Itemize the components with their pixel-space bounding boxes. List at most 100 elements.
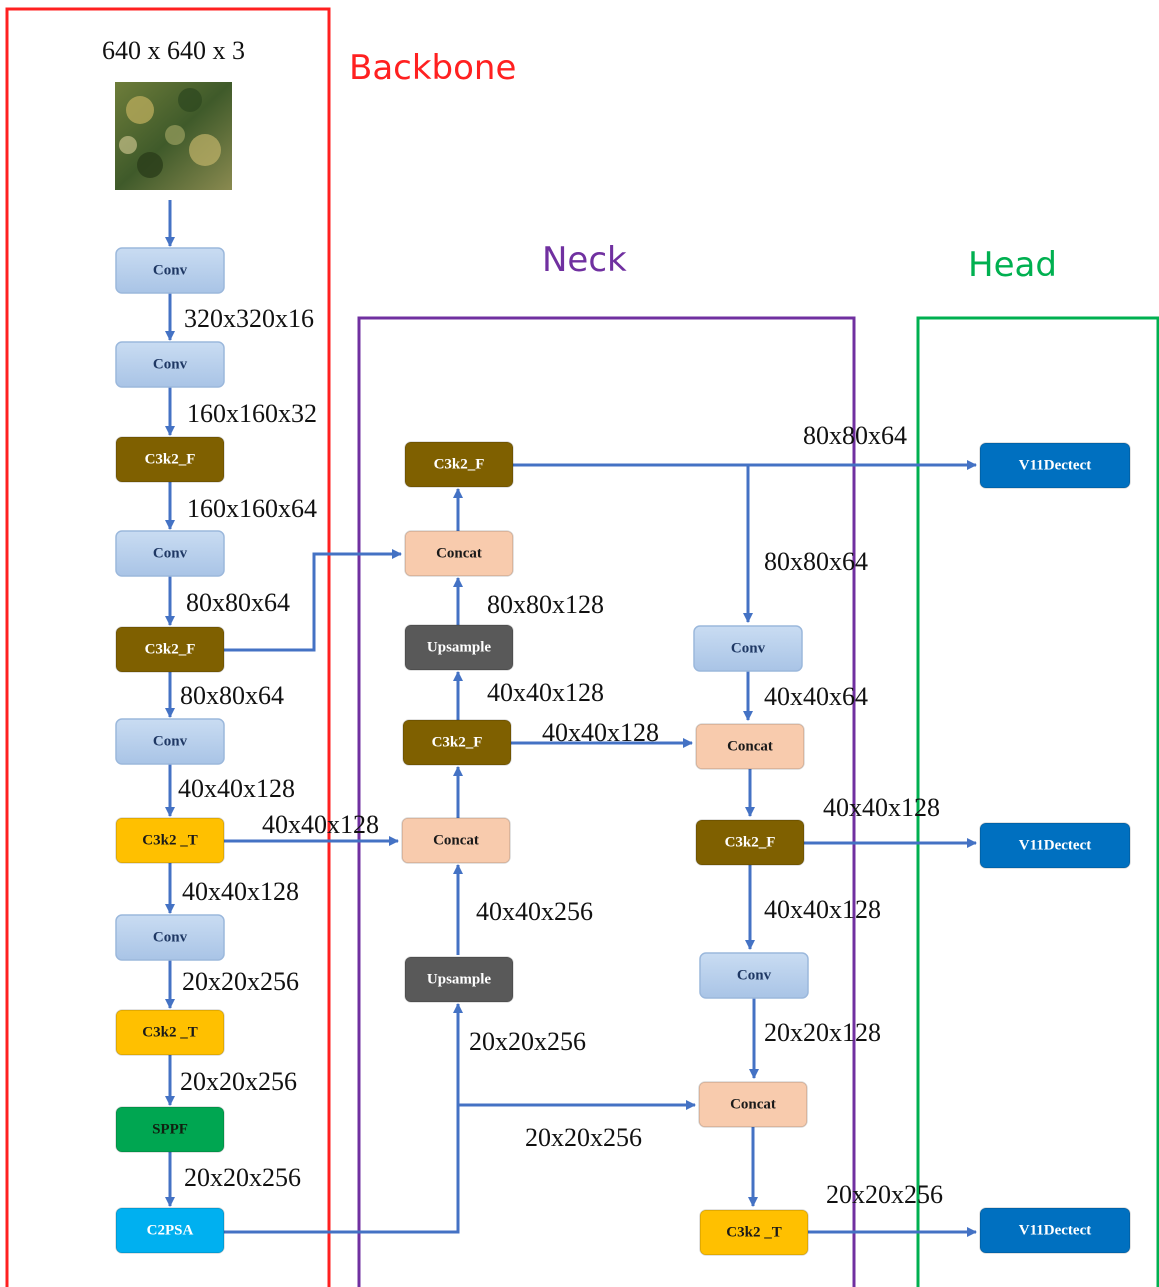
node-label: Upsample <box>427 640 492 656</box>
node-label: Upsample <box>427 972 492 988</box>
node-h-det3: V11Dectect <box>979 1207 1131 1254</box>
node-label: Concat <box>436 546 482 562</box>
node-label: C3k2_F <box>432 735 483 751</box>
node-label: C3k2_F <box>145 642 196 658</box>
node-b-conv4: Conv <box>115 718 225 765</box>
dim-label: 160x160x32 <box>187 399 317 428</box>
node-n-c3f-mid: C3k2_F <box>402 719 512 766</box>
node-label: V11Dectect <box>1019 838 1091 854</box>
node-n-concat4: Concat <box>698 1081 808 1128</box>
node-b-c3t2: C3k2 _T <box>115 1009 225 1056</box>
dim-label: 20x20x256 <box>469 1027 586 1056</box>
node-label: Conv <box>153 546 188 562</box>
node-n-conv-r2: Conv <box>699 952 809 999</box>
node-label: C3k2 _T <box>726 1225 781 1241</box>
node-box <box>695 723 805 770</box>
node-b-c3f2: C3k2_F <box>115 626 225 673</box>
node-box <box>693 625 803 672</box>
node-label: Conv <box>153 734 188 750</box>
node-box <box>115 341 225 388</box>
node-box <box>115 626 225 673</box>
head-frame <box>916 316 1159 1287</box>
node-label: C3k2 _T <box>142 1025 197 1041</box>
node-box <box>404 441 514 488</box>
node-box <box>404 530 514 577</box>
node-n-c3f-top: C3k2_F <box>404 441 514 488</box>
node-label: Concat <box>433 833 479 849</box>
backbone-title: Backbone <box>349 48 516 88</box>
dim-label: 20x20x256 <box>826 1180 943 1209</box>
node-label: SPPF <box>152 1122 188 1138</box>
flow-arrow <box>224 1003 463 1234</box>
dim-label: 20x20x128 <box>764 1018 881 1047</box>
flow-arrow <box>224 549 402 652</box>
node-box <box>979 822 1131 869</box>
node-label: Conv <box>153 263 188 279</box>
dim-label: 40x40x128 <box>262 810 379 839</box>
node-n-concat2: Concat <box>401 817 511 864</box>
node-label: C3k2_F <box>434 457 485 473</box>
node-b-c2psa: C2PSA <box>115 1207 225 1254</box>
dim-label: 40x40x256 <box>476 897 593 926</box>
node-label: C3k2_F <box>145 452 196 468</box>
dim-label: 320x320x16 <box>184 304 314 333</box>
dim-label: 40x40x128 <box>764 895 881 924</box>
node-box <box>115 247 225 294</box>
node-b-c3f1: C3k2_F <box>115 436 225 483</box>
dim-label: 40x40x128 <box>542 718 659 747</box>
backbone-frame <box>5 7 331 1287</box>
node-box <box>115 1106 225 1153</box>
node-box <box>401 817 511 864</box>
node-box <box>115 914 225 961</box>
node-label: Concat <box>730 1097 776 1113</box>
head-title: Head <box>968 245 1057 285</box>
dim-label: 40x40x64 <box>764 682 868 711</box>
node-n-up2: Upsample <box>404 956 514 1003</box>
dim-label: 80x80x128 <box>487 590 604 619</box>
node-n-concat3: Concat <box>695 723 805 770</box>
node-label: C3k2 _T <box>142 833 197 849</box>
node-label: V11Dectect <box>1019 458 1091 474</box>
node-n-up1: Upsample <box>404 624 514 671</box>
node-b-sppf: SPPF <box>115 1106 225 1153</box>
dim-label: 20x20x256 <box>182 967 299 996</box>
node-box <box>698 1081 808 1128</box>
node-box <box>979 1207 1131 1254</box>
node-box <box>699 952 809 999</box>
node-box <box>404 624 514 671</box>
node-box <box>115 436 225 483</box>
node-b-conv1: Conv <box>115 247 225 294</box>
node-b-conv3: Conv <box>115 530 225 577</box>
node-box <box>699 1209 809 1256</box>
node-label: Conv <box>153 930 188 946</box>
dim-label: 80x80x64 <box>186 588 290 617</box>
dim-label: 40x40x128 <box>178 774 295 803</box>
node-n-c3f-r: C3k2_F <box>695 819 805 866</box>
input-image <box>115 82 232 190</box>
dim-label: 80x80x64 <box>180 681 284 710</box>
dimension-labels: 320x320x16 160x160x32 160x160x64 80x80x6… <box>178 304 943 1209</box>
node-h-det1: V11Dectect <box>979 442 1131 489</box>
node-b-c3t1: C3k2 _T <box>115 817 225 864</box>
dim-label: 20x20x256 <box>184 1163 301 1192</box>
node-box <box>695 819 805 866</box>
neck-title: Neck <box>542 240 627 280</box>
dim-label: 80x80x64 <box>803 421 907 450</box>
node-b-conv2: Conv <box>115 341 225 388</box>
dim-label: 20x20x256 <box>525 1123 642 1152</box>
node-label: Conv <box>153 357 188 373</box>
input-dimensions: 640 x 640 x 3 <box>102 36 245 65</box>
node-n-concat1: Concat <box>404 530 514 577</box>
node-box <box>115 718 225 765</box>
node-label: Concat <box>727 739 773 755</box>
node-label: C2PSA <box>147 1223 194 1239</box>
node-n-conv-r1: Conv <box>693 625 803 672</box>
edges <box>165 200 977 1237</box>
node-b-conv5: Conv <box>115 914 225 961</box>
dim-label: 80x80x64 <box>764 547 868 576</box>
dim-label: 40x40x128 <box>823 793 940 822</box>
node-box <box>402 719 512 766</box>
node-label: V11Dectect <box>1019 1223 1091 1239</box>
